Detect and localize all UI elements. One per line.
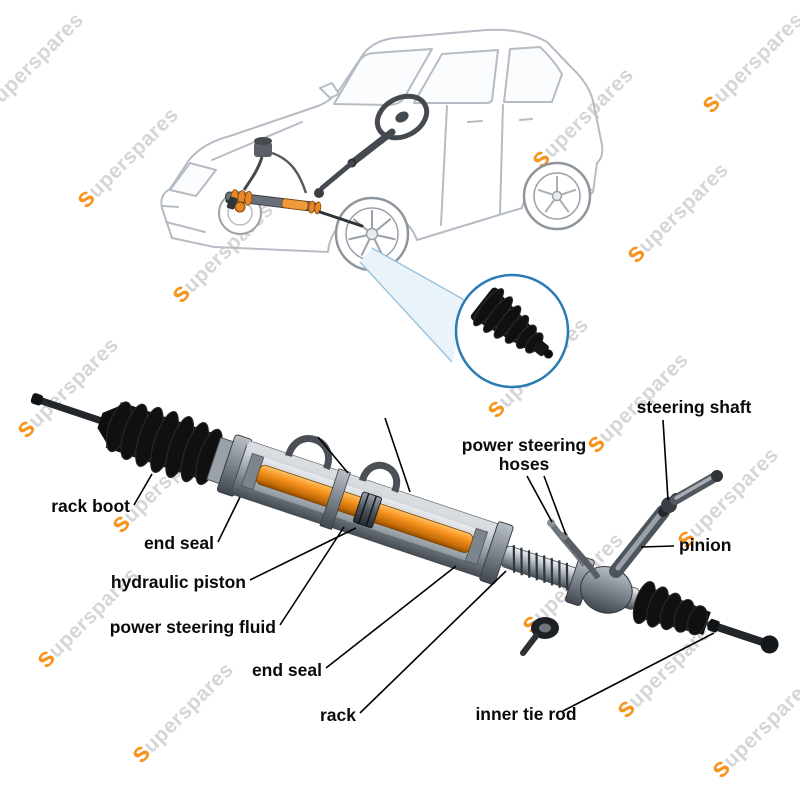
car-door-seam xyxy=(499,104,504,214)
car-door-handle xyxy=(467,120,483,123)
coil-spring xyxy=(512,545,569,591)
outer-tie-rod-left-end xyxy=(30,393,44,406)
label-steering-shaft: steering shaft xyxy=(637,397,752,417)
label-power-steering-hoses-line1: power steering xyxy=(462,435,586,455)
hose-fitting xyxy=(547,519,555,527)
knuckle-left xyxy=(234,201,246,213)
callout xyxy=(359,247,570,389)
pinion-joint-small xyxy=(314,188,324,198)
mount-stud xyxy=(520,633,539,656)
car-rear-window xyxy=(503,46,563,103)
mount-bushing-hole xyxy=(539,623,551,633)
leader-hose-1 xyxy=(526,475,553,523)
pinion-and-shaft xyxy=(520,470,723,656)
hose-to-rack-right xyxy=(271,151,308,194)
hose-to-rack-left xyxy=(242,156,264,191)
leader-inner-tie-rod xyxy=(562,632,715,712)
hose-fitting xyxy=(560,532,568,540)
fluid-reservoir xyxy=(254,142,272,157)
front-wheel xyxy=(334,196,410,272)
tie-rod-right-mini xyxy=(318,210,364,228)
leader-steering-shaft xyxy=(662,419,669,501)
steering-wheel xyxy=(374,93,430,141)
car-door-seam xyxy=(440,105,448,226)
steering-column xyxy=(348,128,396,167)
cylinder-top-sliver xyxy=(246,441,502,533)
leader-rack-boot xyxy=(133,473,153,506)
leader-lines xyxy=(133,417,715,714)
steering-wheel-hub xyxy=(395,111,409,123)
inner-tie-rod-part xyxy=(706,620,766,646)
label-rack: rack xyxy=(320,705,356,725)
leader-end-seal-right xyxy=(325,565,457,669)
leader-hose-2 xyxy=(543,475,567,536)
caliper-left xyxy=(226,196,238,210)
piston-groove xyxy=(365,495,378,527)
leader-pinion xyxy=(640,545,675,548)
label-rack-boot: rack boot xyxy=(51,496,130,516)
outer-tie-rod-left xyxy=(37,396,114,428)
label-hydraulic-piston: hydraulic piston xyxy=(111,572,246,592)
rack-boot-right xyxy=(632,580,711,636)
leader-top-left xyxy=(317,436,349,474)
steering-shaft-lower-highlight xyxy=(615,510,664,571)
rear-wheel xyxy=(522,161,592,231)
power-steering-hose-part xyxy=(561,534,601,580)
cylinder-mid-collar xyxy=(319,468,351,530)
steering-rack-assembly xyxy=(30,393,779,654)
car-body-outline xyxy=(160,28,604,239)
car-bumper-lines xyxy=(162,205,206,233)
rack-boot-left xyxy=(105,401,223,486)
label-end-seal-left: end seal xyxy=(144,533,214,553)
part-labels: rack boot end seal hydraulic piston powe… xyxy=(51,397,751,725)
car-door-handle xyxy=(519,118,533,121)
hose-loop xyxy=(359,461,401,493)
reservoir-cap xyxy=(254,137,272,145)
shaft-end-cap xyxy=(711,470,723,482)
steering-shaft-upper-highlight xyxy=(674,474,716,500)
label-pinion: pinion xyxy=(679,535,731,555)
label-power-steering-fluid: power steering fluid xyxy=(110,617,276,637)
inner-tie-rod-nut xyxy=(707,618,720,633)
car-front-window xyxy=(413,49,499,104)
hose-loop xyxy=(285,435,332,471)
callout-beam-edge xyxy=(359,261,453,363)
label-inner-tie-rod: inner tie rod xyxy=(475,704,576,724)
piston-groove xyxy=(357,493,370,525)
car-headlight xyxy=(169,162,217,197)
leader-hydraulic-piston xyxy=(249,527,357,581)
intermediate-shaft xyxy=(319,160,355,191)
label-power-steering-hoses-line2: hoses xyxy=(499,454,550,474)
leader-power-steering-fluid xyxy=(279,526,345,626)
car-rack-mini xyxy=(224,189,322,215)
car-windshield xyxy=(333,48,433,106)
car-illustration xyxy=(160,28,604,272)
callout-beam-edge xyxy=(371,247,469,303)
leader-end-seal-left xyxy=(217,496,241,543)
inner-tie-rod-ball xyxy=(760,635,779,654)
rack-boot-photo xyxy=(470,287,553,359)
car-steering-system xyxy=(224,93,430,228)
leader-rack xyxy=(359,570,507,714)
leader-top-right xyxy=(384,417,411,493)
car-mirror xyxy=(319,82,340,99)
callout-beam xyxy=(360,248,468,362)
label-end-seal-right: end seal xyxy=(252,660,322,680)
